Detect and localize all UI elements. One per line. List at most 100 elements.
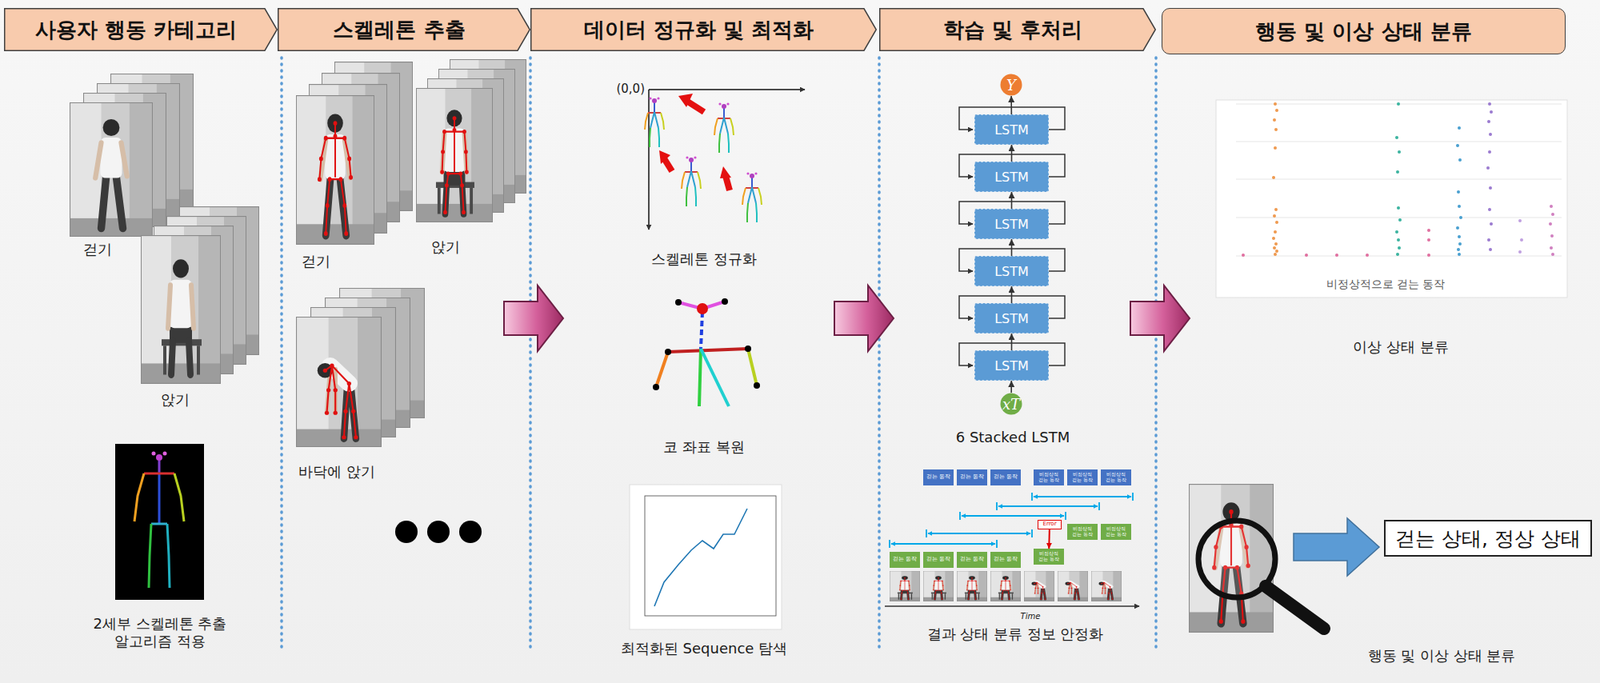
text-wrap: 걷는 동작 [892, 556, 917, 563]
photo-stack [296, 288, 425, 448]
flow-arrow [1011, 144, 1013, 162]
caption-label: 걷기 [301, 252, 331, 272]
frame-strip [884, 571, 1140, 607]
node-text: 학습 및 후처리 [943, 16, 1083, 44]
lstm-cell: LSTM [974, 350, 1049, 381]
text-wrap: LSTM [994, 264, 1029, 280]
node-text: 걷는 동작 [892, 556, 917, 563]
text-wrap: LSTM [994, 358, 1029, 374]
photo-stack [69, 73, 194, 237]
node-text: 비정상적 걷는 동작 [1101, 526, 1131, 537]
caption-label: 바닥에 앉기 [298, 463, 376, 482]
stage-header: 데이터 정규화 및 최적화 [530, 8, 877, 52]
column-separator [281, 57, 1156, 653]
line-chart [629, 484, 782, 630]
state-tag: 걷는 동작 [889, 552, 920, 568]
text-wrap: 걷는 동작 [926, 474, 951, 480]
stage-header: 학습 및 후처리 [879, 8, 1156, 52]
nose-skeleton [652, 298, 760, 407]
photo-stack [416, 59, 527, 223]
state-tag: 비정상적 걷는 동작 [1067, 524, 1098, 540]
lstm-cell: LSTM [974, 208, 1049, 240]
node-text: 비정상적 걷는 동작 [1068, 526, 1097, 537]
node-text: 걷는 동작 [926, 474, 951, 480]
lstm-cell: LSTM [974, 114, 1049, 145]
state-tag: 걷는 동작 [990, 552, 1021, 568]
node-text: 행동 및 이상 상태 분류 [1255, 17, 1472, 46]
recurrent-loop [959, 107, 1065, 366]
text-wrap: Error [1042, 521, 1056, 528]
flow-arrow [1010, 96, 1012, 115]
skeleton-image [115, 444, 204, 600]
lstm-cell: LSTM [974, 303, 1049, 334]
caption-label: 6 Stacked LSTM [956, 428, 1071, 448]
caption-label: 앉기 [431, 238, 460, 257]
caption-label: 비정상적으로 걷는 동작 [1326, 277, 1446, 292]
photo-stack [140, 206, 260, 384]
node-text: 비정상적 걷는 동작 [1101, 472, 1131, 483]
node-text: 비정상적 걷는 동작 [1034, 551, 1064, 562]
flow-arrow [1010, 380, 1012, 393]
node-text: Error [1042, 521, 1056, 528]
scatter-plot [1216, 100, 1568, 298]
node-text: 데이터 정규화 및 최적화 [584, 16, 814, 44]
text-wrap: 학습 및 후처리 [943, 16, 1083, 44]
outline [880, 8, 1156, 52]
state-tag: 비정상적 걷는 동작 [1100, 469, 1132, 486]
stage-header: 스켈레톤 추출 [277, 8, 531, 52]
normalization-plot [644, 89, 805, 230]
ellipsis-dots [395, 520, 482, 544]
text-wrap: 비정상적 걷는 동작 [1068, 526, 1097, 537]
caption-label: 행동 및 이상 상태 분류 [1368, 647, 1516, 666]
outline [1000, 393, 1023, 416]
state-tag: 걷는 동작 [990, 469, 1021, 486]
state-tag: 걷는 동작 [956, 469, 988, 486]
text-wrap: 비정상적 걷는 동작 [1034, 472, 1064, 483]
text-wrap: 걷는 동작 [993, 556, 1018, 563]
text-wrap: 걷는 상태, 정상 상태 [1395, 525, 1581, 552]
result-box: 걷는 상태, 정상 상태 [1384, 520, 1592, 557]
text-wrap: LSTM [994, 122, 1029, 138]
node-text: LSTM [994, 358, 1029, 374]
text-wrap: 비정상적 걷는 동작 [1068, 472, 1097, 483]
outline [1000, 74, 1023, 96]
state-tag: 걷는 동작 [956, 552, 988, 568]
text-wrap: xT [1002, 396, 1020, 413]
window-range [891, 496, 1132, 544]
flow-arrow [1011, 239, 1013, 256]
text-wrap: 비정상적 걷는 동작 [1101, 526, 1131, 537]
flow-arrow [1011, 192, 1013, 209]
caption-label: 이상 상태 분류 [1352, 338, 1448, 357]
state-tag: 비정상적 걷는 동작 [1067, 469, 1098, 486]
text-wrap: LSTM [994, 169, 1029, 185]
stage-arrow [504, 285, 1190, 352]
text-wrap: 스켈레톤 추출 [332, 16, 465, 44]
node-text: 사용자 행동 카테고리 [35, 16, 237, 44]
caption-label: 걷기 [83, 240, 112, 260]
node-text: LSTM [994, 311, 1029, 327]
input-node: xT [1000, 392, 1023, 416]
state-tag: 비정상적 걷는 동작 [1033, 469, 1064, 486]
caption-label: 2세부 스켈레톤 추출 알고리즘 적용 [90, 615, 231, 652]
node-text: Y [1006, 76, 1016, 94]
node-text: 걷는 동작 [960, 474, 984, 480]
text-wrap: Y [1006, 76, 1016, 94]
flow-arrow [1048, 529, 1051, 549]
state-tag: 비정상적 걷는 동작 [1033, 548, 1064, 565]
outline [531, 8, 877, 52]
node-text: 걷는 동작 [993, 474, 1018, 480]
stage-header: 행동 및 이상 상태 분류 [1161, 8, 1566, 55]
node-text: LSTM [994, 122, 1029, 138]
flow-arrow [1011, 333, 1013, 351]
state-tag: 걷는 동작 [923, 552, 954, 568]
text-wrap: LSTM [994, 216, 1029, 232]
node-text: 비정상적 걷는 동작 [1068, 472, 1097, 483]
photo-stack [296, 61, 413, 245]
caption-label: 결과 상태 분류 정보 안정화 [927, 625, 1104, 644]
text-wrap: LSTM [994, 311, 1029, 327]
outline [278, 8, 531, 52]
result-arrow [1293, 518, 1380, 576]
node-text: LSTM [994, 264, 1029, 280]
caption-label: Time [1020, 612, 1041, 623]
